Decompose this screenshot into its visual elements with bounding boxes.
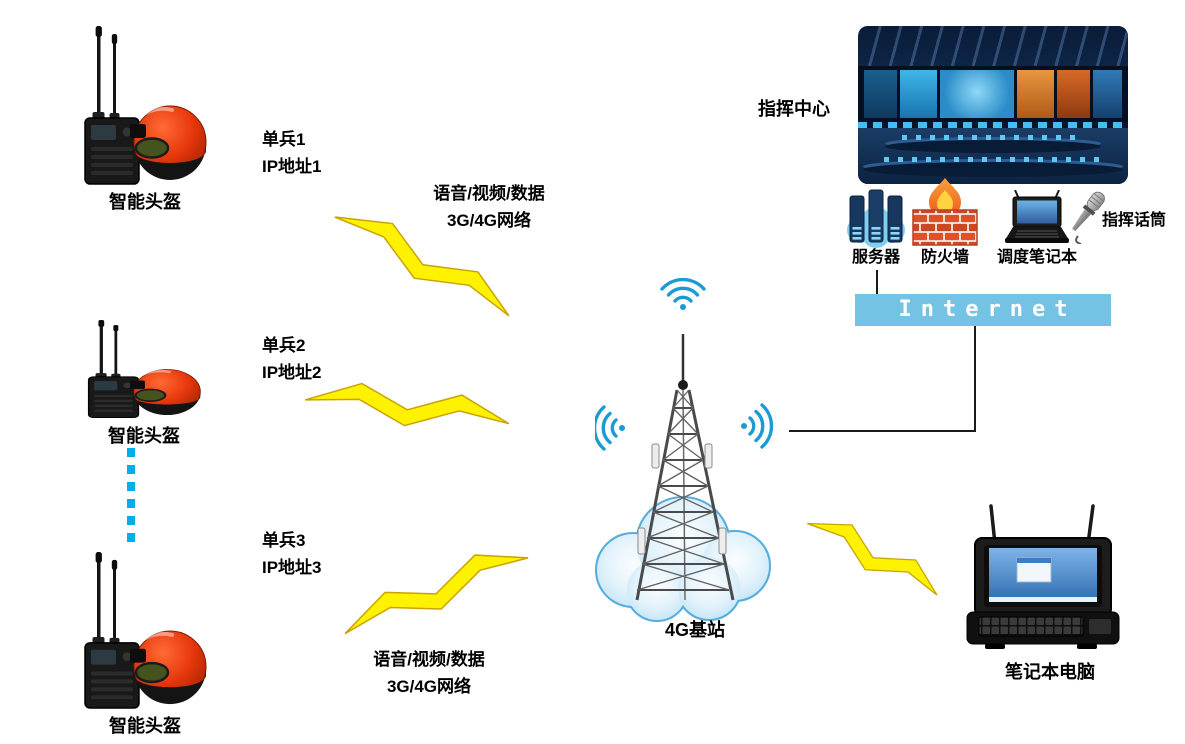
soldier-2-ip: IP地址2: [262, 363, 322, 382]
wifi-signal-top-icon: [660, 278, 706, 312]
screen-tile-2: [899, 70, 938, 118]
screen-tile-3: [940, 70, 1015, 118]
dispatch-laptop-icon: [1005, 190, 1069, 243]
command-center-label: 指挥中心: [758, 99, 830, 119]
connector-server-to-internet: [876, 270, 878, 294]
internet-bar: Internet: [855, 294, 1111, 326]
microphone-label: 指挥话筒: [1102, 212, 1167, 229]
connector-internet-to-base-station: [789, 430, 976, 432]
server-icon: [847, 189, 905, 248]
antenna-panels: [637, 443, 727, 555]
smart-helmet-unit-1: [80, 26, 210, 188]
lattice-tower: [635, 389, 735, 601]
soldier-label-1: 单兵1 IP地址1: [262, 126, 322, 180]
network-top-line2: 3G/4G网络: [446, 211, 532, 230]
smart-helmet-unit-3: [80, 552, 210, 712]
ellipsis-dashed-line: [127, 448, 135, 548]
soldier-1-ip: IP地址1: [262, 157, 322, 176]
screen-tile-6: [1093, 70, 1122, 118]
screen-tile-1: [864, 70, 897, 118]
wifi-signal-left-icon: [595, 405, 627, 451]
soldier-3-name: 单兵3: [262, 531, 306, 550]
smart-helmet-label-3: 智能头盔: [109, 716, 181, 736]
firewall-label: 防火墙: [920, 249, 969, 266]
smart-helmet-label-2: 智能头盔: [108, 426, 180, 446]
console-desk-row-1: [885, 135, 1101, 153]
command-center-screen-wall: [858, 66, 1128, 122]
soldier-2-name: 单兵2: [262, 336, 306, 355]
smart-helmet-label-1: 智能头盔: [109, 192, 181, 212]
lightning-bolt-4: [796, 498, 947, 621]
soldier-3-ip: IP地址3: [262, 558, 322, 577]
lightning-bolt-2: [301, 366, 513, 457]
microphone-icon: [1072, 191, 1105, 244]
command-center-dashboard-strip: [858, 122, 1128, 128]
soldier-label-2: 单兵2 IP地址2: [262, 332, 322, 386]
dispatch-laptop-label: 调度笔记本: [996, 249, 1077, 266]
console-desk-row-2: [863, 157, 1123, 177]
server-label: 服务器: [851, 249, 900, 266]
network-bottom-line2: 3G/4G网络: [386, 677, 472, 696]
field-laptop-label: 笔记本电脑: [1005, 662, 1095, 682]
field-laptop-graphic: [966, 504, 1120, 649]
soldier-1-name: 单兵1: [262, 130, 306, 149]
brick-wall: [912, 209, 978, 246]
command-center-ceiling: [858, 26, 1128, 66]
network-top-line1: 语音/视频/数据: [433, 184, 545, 203]
base-station-graphic: [595, 278, 774, 622]
base-station-label: 4G基站: [664, 620, 725, 640]
firewall-icon: [912, 178, 978, 246]
screen-tile-5: [1057, 70, 1091, 118]
network-label-top: 语音/视频/数据 3G/4G网络: [405, 180, 573, 234]
screen-tile-4: [1017, 70, 1055, 118]
connector-internet-vertical: [974, 326, 976, 432]
server-racks: [849, 189, 903, 243]
network-label-bottom: 语音/视频/数据 3G/4G网络: [345, 646, 513, 700]
wifi-signal-right-icon: [739, 403, 774, 449]
command-center-photo: [858, 26, 1128, 184]
network-bottom-line1: 语音/视频/数据: [373, 650, 485, 669]
command-center-floor: [858, 128, 1128, 184]
smart-helmet-unit-2: [84, 320, 204, 420]
lightning-bolt-3: [334, 537, 539, 654]
soldier-label-3: 单兵3 IP地址3: [262, 527, 322, 581]
